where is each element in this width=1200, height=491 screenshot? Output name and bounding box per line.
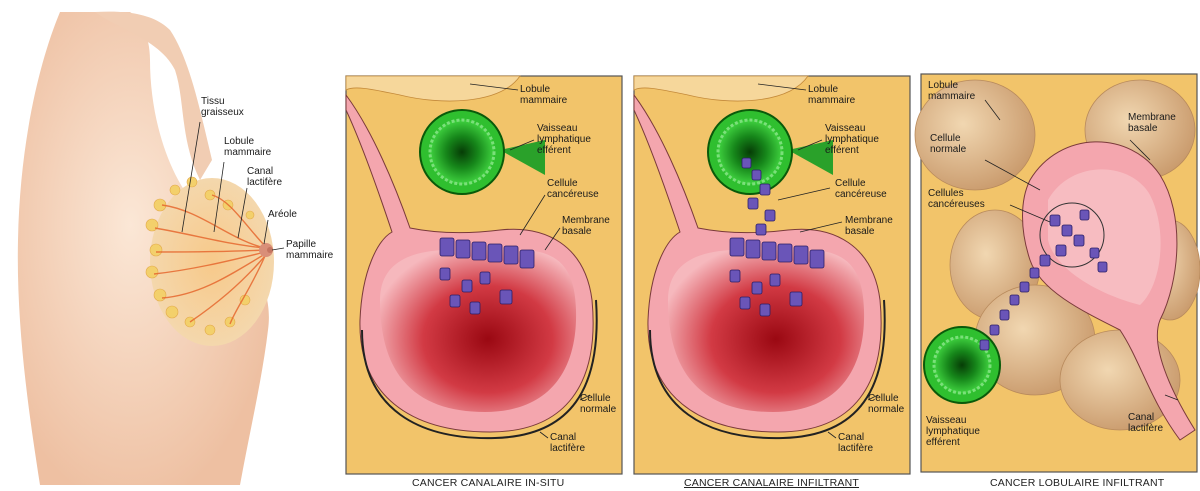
vessel: [924, 327, 1000, 403]
panel-caption: CANCER LOBULAIRE INFILTRANT: [990, 477, 1164, 489]
label-papille-mammaire: Papille mammaire: [286, 239, 333, 261]
label-membrane-basale: Membrane basale: [845, 215, 893, 237]
label-tissu-graisseux: Tissu graisseux: [201, 96, 244, 118]
label-cellule-normale: Cellule normale: [868, 393, 904, 415]
panel-caption: CANCER CANALAIRE IN-SITU: [412, 477, 564, 489]
label-cellule-normale: Cellule normale: [930, 133, 966, 155]
label-cellules-cancereuses: Cellules cancéreuses: [928, 188, 985, 210]
label-vaisseau-lymphatique: Vaisseau lymphatique efférent: [825, 123, 879, 156]
label-lobule-mammaire: Lobule mammaire: [808, 84, 855, 106]
label-lobule-mammaire: Lobule mammaire: [520, 84, 567, 106]
label-cellule-normale: Cellule normale: [580, 393, 616, 415]
body-figure: [18, 12, 284, 485]
label-canal-lactifere: Canal lactifère: [550, 432, 585, 454]
label-canal-lactifere: Canal lactifère: [247, 166, 282, 188]
breast: [150, 178, 274, 346]
panel-caption: CANCER CANALAIRE INFILTRANT: [684, 477, 859, 489]
label-canal-lactifere: Canal lactifère: [1128, 412, 1163, 434]
label-lobule-mammaire: Lobule mammaire: [928, 80, 975, 102]
label-membrane-basale: Membrane basale: [562, 215, 610, 237]
label-vaisseau-lymphatique: Vaisseau lymphatique efférent: [926, 415, 980, 448]
label-vaisseau-lymphatique: Vaisseau lymphatique efférent: [537, 123, 591, 156]
label-areole: Aréole: [268, 209, 297, 220]
label-cellule-cancereuse: Cellule cancéreuse: [547, 178, 599, 200]
label-canal-lactifere: Canal lactifère: [838, 432, 873, 454]
label-lobule-mammaire: Lobule mammaire: [224, 136, 271, 158]
label-cellule-cancereuse: Cellule cancéreuse: [835, 178, 887, 200]
label-membrane-basale: Membrane basale: [1128, 112, 1176, 134]
